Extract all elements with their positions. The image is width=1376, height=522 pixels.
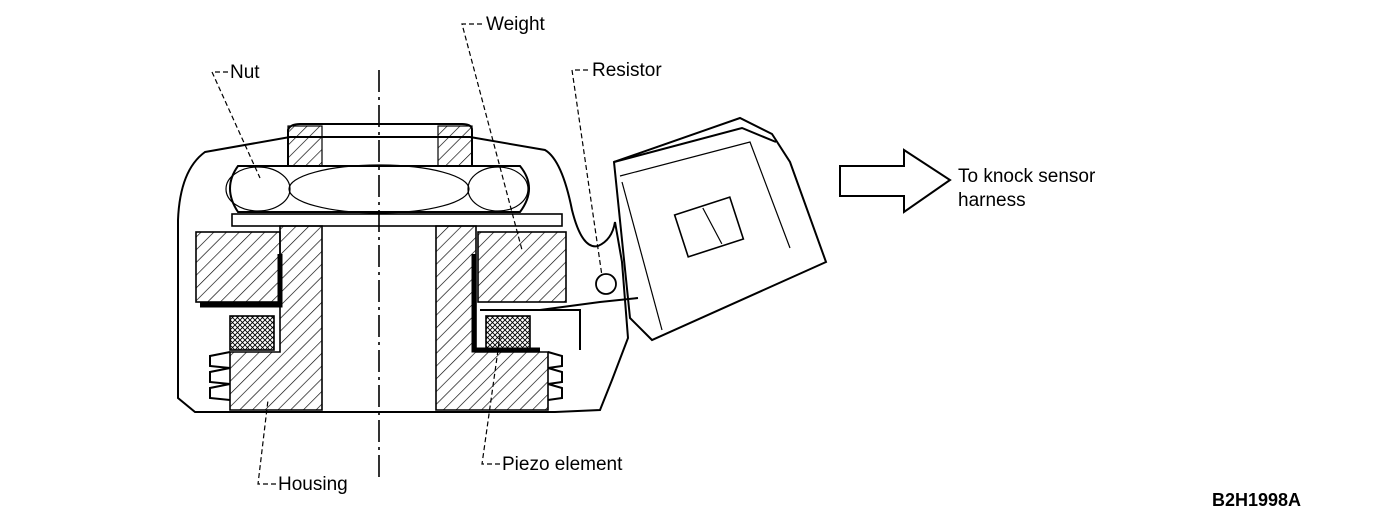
washer-plate <box>231 213 563 227</box>
figure-code: B2H1998A <box>1212 490 1301 510</box>
housing-stem-left <box>229 225 323 411</box>
thread-teeth-right <box>547 351 563 401</box>
weight-right <box>477 231 567 303</box>
boss-thread-left <box>287 125 323 167</box>
label-housing: Housing <box>278 474 348 495</box>
resistor-shape <box>595 273 617 295</box>
connector-window <box>673 196 745 258</box>
label-harness-line1: To knock sensor <box>958 166 1096 187</box>
lead-wire <box>480 297 639 350</box>
piezo-right <box>485 315 531 351</box>
thread-teeth-left <box>209 351 231 401</box>
boss-thread-right <box>437 125 473 167</box>
leader-resistor <box>571 69 603 277</box>
harness-arrow <box>839 148 952 214</box>
piezo-left <box>229 315 275 351</box>
connector <box>612 116 828 342</box>
label-harness-line2: harness <box>958 190 1026 211</box>
nut-facet-right <box>467 166 529 212</box>
leader-piezo <box>481 335 501 465</box>
sensor-body-outline <box>177 136 630 413</box>
weight-left <box>195 231 281 303</box>
label-nut: Nut <box>230 62 260 83</box>
leader-weight <box>461 23 523 251</box>
nut-shape <box>229 165 530 213</box>
leader-housing <box>257 399 276 485</box>
insulator-left <box>200 254 283 308</box>
nut-facet-left <box>225 166 291 212</box>
leader-nut <box>211 71 261 179</box>
label-weight: Weight <box>486 14 546 35</box>
label-resistor: Resistor <box>592 60 662 81</box>
label-piezo: Piezo element <box>502 454 623 475</box>
